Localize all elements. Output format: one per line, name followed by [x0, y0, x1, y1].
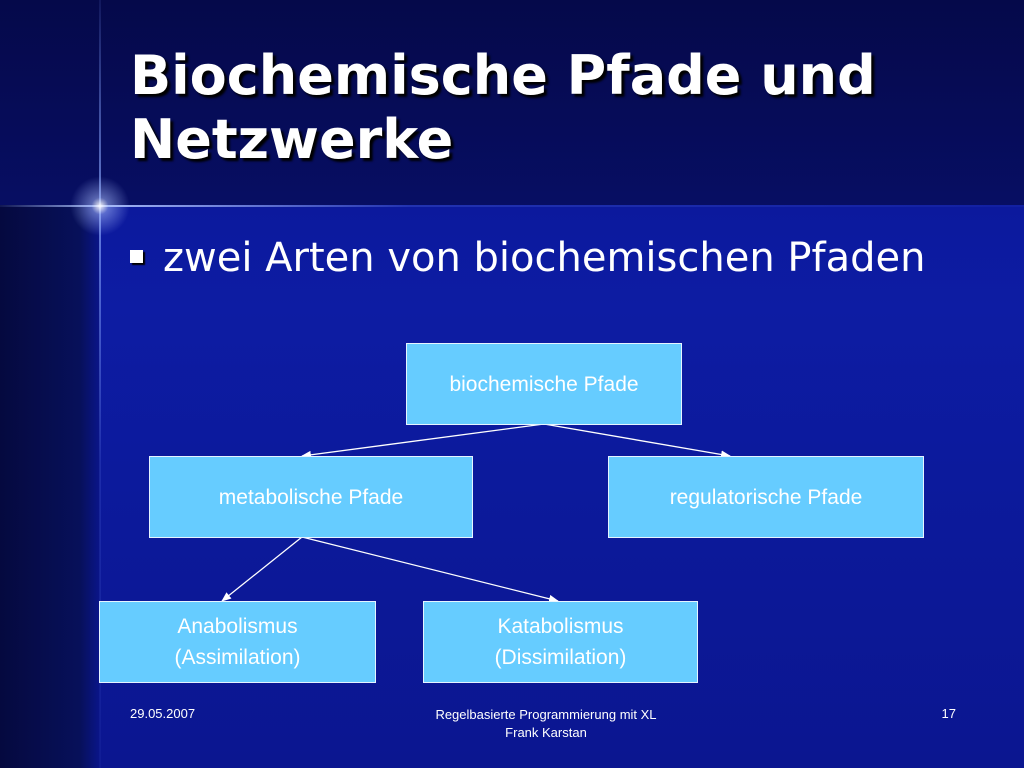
node-metabolic-label: metabolische Pfade — [218, 485, 404, 509]
connector-metabolic-to-anabolism — [221, 536, 303, 602]
node-regulatory-pathways: regulatorische Pfade — [608, 456, 924, 538]
node-root-label: biochemische Pfade — [449, 372, 639, 396]
node-anabolism-line2: (Assimilation) — [174, 646, 301, 669]
slide-title: Biochemische Pfade und Netzwerke — [130, 44, 990, 172]
footer-center: Regelbasierte Programmierung mit XL Fran… — [396, 706, 696, 742]
node-katabolism: Katabolismus (Dissimilation) — [423, 601, 698, 683]
title-line-2: Netzwerke — [130, 108, 454, 171]
footer-center-line-1: Regelbasierte Programmierung mit XL — [435, 707, 657, 722]
footer-center-line-2: Frank Karstan — [505, 725, 587, 740]
footer-date: 29.05.2007 — [130, 706, 196, 721]
decor-horizontal-line — [0, 205, 1024, 207]
bullet-text: zwei Arten von biochemischen Pfaden — [163, 235, 926, 281]
connector-metabolic-to-katabolism — [301, 536, 559, 603]
footer-page-number: 17 — [941, 706, 956, 721]
node-biochemical-pathways: biochemische Pfade — [406, 343, 682, 425]
bullet-item: zwei Arten von biochemischen Pfaden — [130, 232, 925, 284]
title-band — [0, 0, 1024, 205]
node-anabolism-line1: Anabolismus — [177, 615, 298, 638]
connector-root-to-metabolic — [301, 423, 545, 459]
node-katabolism-line2: (Dissimilation) — [494, 646, 627, 669]
node-anabolism: Anabolismus (Assimilation) — [99, 601, 376, 683]
decor-star-glow — [70, 176, 130, 236]
title-line-1: Biochemische Pfade und — [130, 44, 876, 107]
bullet-square-icon — [130, 249, 143, 263]
node-katabolism-line1: Katabolismus — [497, 615, 624, 638]
node-regulatory-label: regulatorische Pfade — [669, 485, 863, 509]
connector-root-to-regulatory — [543, 423, 731, 459]
node-metabolic-pathways: metabolische Pfade — [149, 456, 473, 538]
decor-vertical-line — [99, 0, 101, 768]
